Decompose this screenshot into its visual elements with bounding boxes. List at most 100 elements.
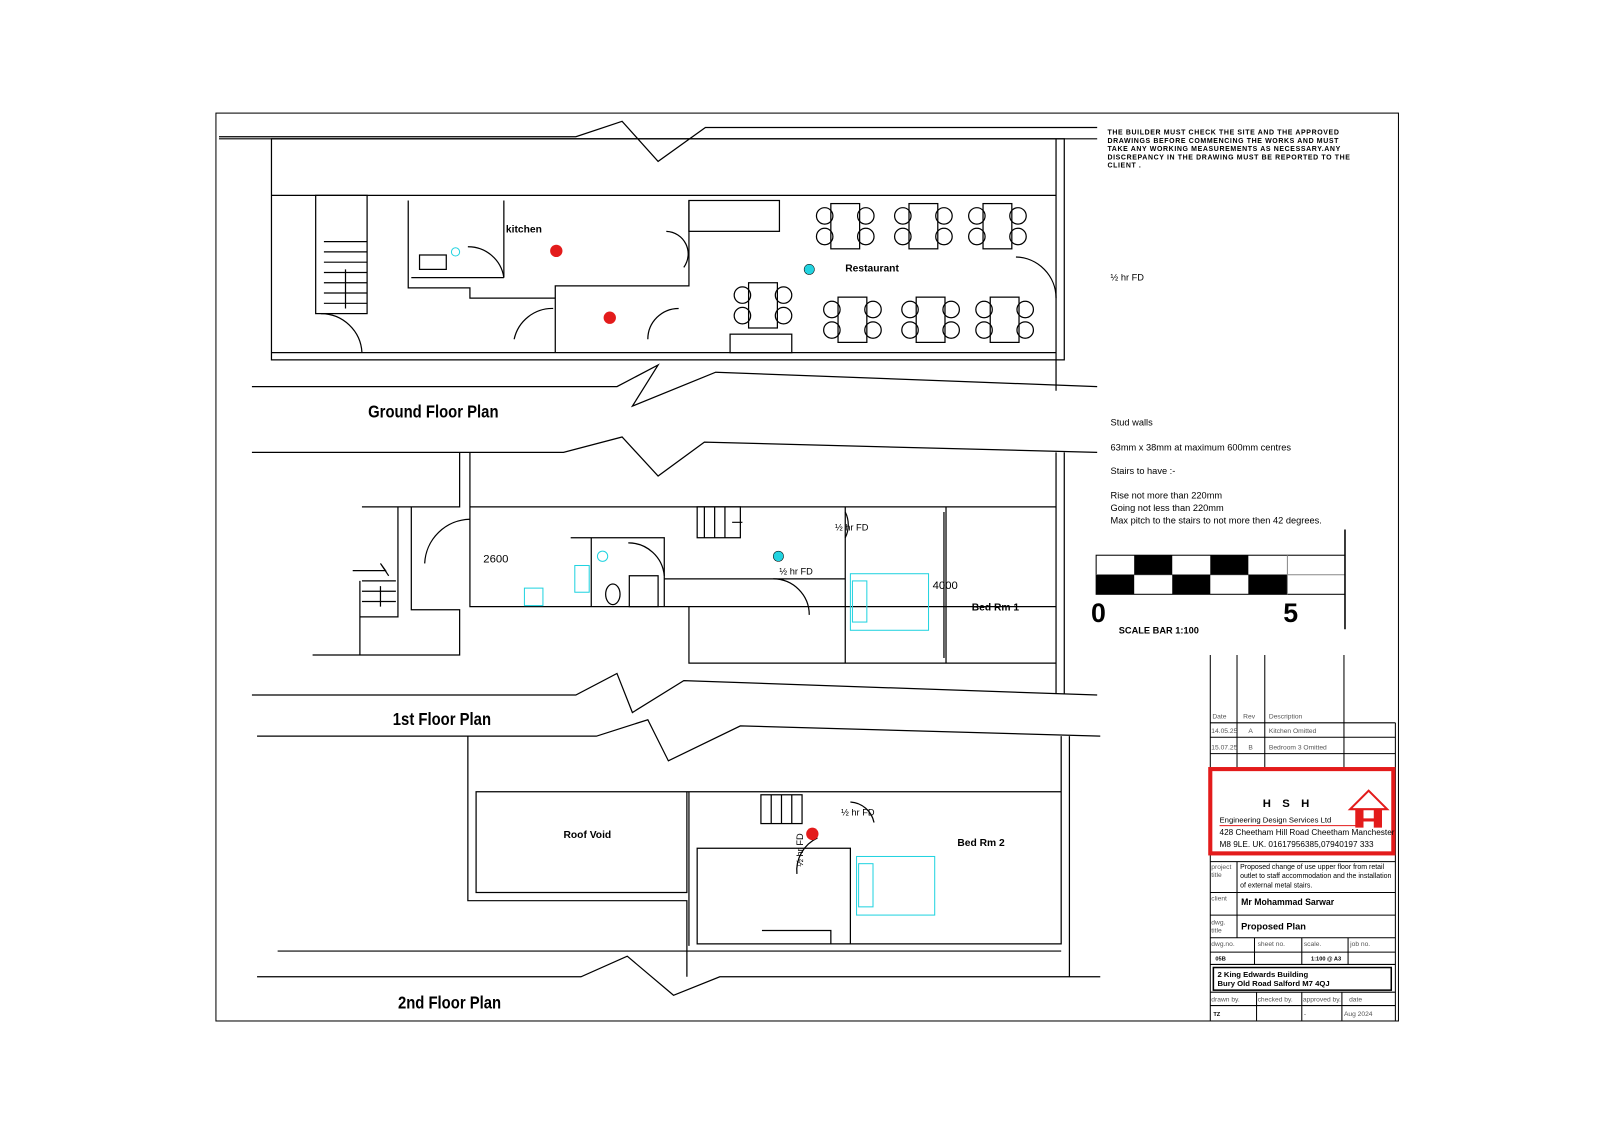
g-line — [968, 202, 1027, 250]
notes-stud-walls: Stud walls — [1111, 418, 1154, 428]
revision-row: 15.07.25 B Bedroom 3 Omitted — [1211, 745, 1327, 752]
sink-icon — [574, 564, 590, 593]
circle-line — [856, 227, 875, 246]
notes-builder-warning-4: CLIENT . — [1107, 163, 1141, 170]
fire-door-label: ½ hr FD — [835, 523, 869, 533]
title-block-sheet-no-label: sheet no. — [1258, 941, 1286, 948]
g-line — [975, 296, 1035, 344]
title-block-revisions-1-rev: B — [1248, 745, 1253, 752]
smoke-detector-icon — [806, 827, 819, 841]
title-block-revisions-1-date: 15.07.25 — [1211, 745, 1237, 752]
title-block-approved-by-label: approved by. — [1303, 996, 1341, 1003]
title-block-project-title-0: Proposed change of use upper floor from … — [1240, 864, 1384, 871]
notes-stairs-heading: Stairs to have :- — [1111, 466, 1176, 476]
title-block-rev-headers-date: Date — [1212, 714, 1226, 721]
title-block-date: Aug 2024 — [1344, 1011, 1373, 1018]
fire-door-label: ½ hr FD — [779, 567, 813, 577]
title-block-revisions-0-date: 14.05.25 — [1211, 728, 1237, 735]
notes-builder-warning-2: TAKE ANY WORKING MEASUREMENTS AS NECESSA… — [1107, 146, 1340, 153]
path-line — [352, 563, 396, 607]
circle-line — [1009, 227, 1027, 246]
notes-builder-warning-0: THE BUILDER MUST CHECK THE SITE AND THE … — [1107, 130, 1339, 137]
hob-icon — [523, 587, 544, 607]
rect-line — [908, 202, 939, 250]
circle-line — [823, 321, 841, 339]
circle-line — [596, 550, 609, 562]
circle-line — [975, 321, 993, 339]
drawing-title: Proposed Plan — [1241, 921, 1306, 931]
title-block-site-address-0: 2 King Edwards Building — [1217, 970, 1308, 979]
title-block-site-address-1: Bury Old Road Salford M7 4QJ — [1217, 979, 1329, 988]
circle-line — [942, 300, 960, 319]
rect-line — [1134, 555, 1173, 575]
title-block-project-title-2: of external metal stairs. — [1240, 882, 1312, 889]
sink-icon — [450, 247, 461, 257]
restaurant-label: Restaurant — [845, 263, 899, 274]
title-block-rev-headers-description: Description — [1269, 714, 1303, 721]
polyline-line — [251, 436, 1098, 477]
path-line — [570, 506, 947, 664]
kitchen-label: kitchen — [506, 224, 542, 235]
notes-builder-warning-1: DRAWINGS BEFORE COMMENCING THE WORKS AND… — [1107, 138, 1339, 145]
title-block-scale-label: scale. — [1304, 941, 1322, 948]
polygon-line — [1347, 789, 1390, 811]
rect-line — [1212, 966, 1393, 991]
notes-stairs-going: Going not less than 220mm — [1111, 503, 1224, 513]
bedroom-1-label: Bed Rm 1 — [972, 603, 1020, 614]
path-line — [1210, 861, 1396, 1022]
staircase — [315, 194, 368, 315]
heat-detector-icon — [773, 550, 784, 562]
polyline-line — [251, 672, 1098, 714]
title-block-revisions-1-description: Bedroom 3 Omitted — [1269, 745, 1327, 752]
rect-line — [851, 580, 868, 623]
title-block-job-no-label: job no. — [1349, 941, 1370, 948]
client-name: Mr Mohammad Sarwar — [1241, 897, 1335, 907]
title-block-date-label: date — [1349, 996, 1362, 1003]
title-block-company-address1: 428 Cheetham Hill Road Cheetham Manchest… — [1220, 828, 1395, 837]
g-line — [901, 296, 960, 344]
scale-bar: 0 5 SCALE BAR 1:100 — [1091, 529, 1346, 635]
title-block-rev-headers-rev: Rev — [1243, 714, 1256, 721]
title-block-project-label-0: project — [1211, 864, 1231, 871]
polyline-line — [257, 718, 1101, 762]
company-name: H S H — [1263, 798, 1314, 810]
dimension-4000: 4000 — [933, 580, 958, 592]
path-line — [323, 241, 368, 309]
circle-line — [733, 306, 752, 325]
first-floor-title: 1st Floor Plan — [393, 710, 491, 729]
circle-line — [1016, 321, 1035, 339]
scale-bar-end: 5 — [1283, 598, 1298, 628]
rect-line — [1210, 555, 1249, 575]
g-line — [815, 202, 875, 250]
rect-line — [982, 202, 1013, 250]
path-line — [761, 794, 832, 944]
notes-stairs-pitch: Max pitch to the stairs to not more then… — [1111, 515, 1322, 525]
rect-line — [729, 333, 793, 354]
rect-line — [1096, 574, 1135, 595]
path-line — [320, 230, 1057, 353]
sheet-border — [215, 112, 1399, 1022]
circle-line — [733, 286, 752, 304]
title-block-company-subtitle: Engineering Design Services Ltd — [1220, 816, 1332, 825]
scale-bar-label: SCALE BAR 1:100 — [1119, 625, 1199, 635]
circle-line — [774, 306, 793, 325]
circle-line — [893, 227, 912, 246]
path-line — [312, 452, 1065, 695]
circle-line — [815, 227, 834, 246]
title-block-revisions-0-description: Kitchen Omitted — [1269, 728, 1317, 735]
path-line — [424, 511, 849, 615]
circle-line — [856, 207, 875, 225]
notes-builder-warning-3: DISCREPANCY IN THE DRAWING MUST BE REPOR… — [1107, 154, 1350, 161]
title-block-dwg-title-label-1: title — [1211, 928, 1222, 935]
bed-icon — [849, 573, 930, 631]
rect-line — [989, 296, 1020, 344]
rect-line — [915, 296, 946, 344]
g-line — [733, 282, 793, 329]
title-block-revisions-0-rev: A — [1248, 728, 1253, 735]
rect-line — [1248, 574, 1288, 595]
fire-door-label: ½ hr FD — [795, 833, 805, 867]
circle-line — [864, 300, 882, 319]
circle-line — [935, 227, 953, 246]
rect-line — [418, 254, 447, 271]
